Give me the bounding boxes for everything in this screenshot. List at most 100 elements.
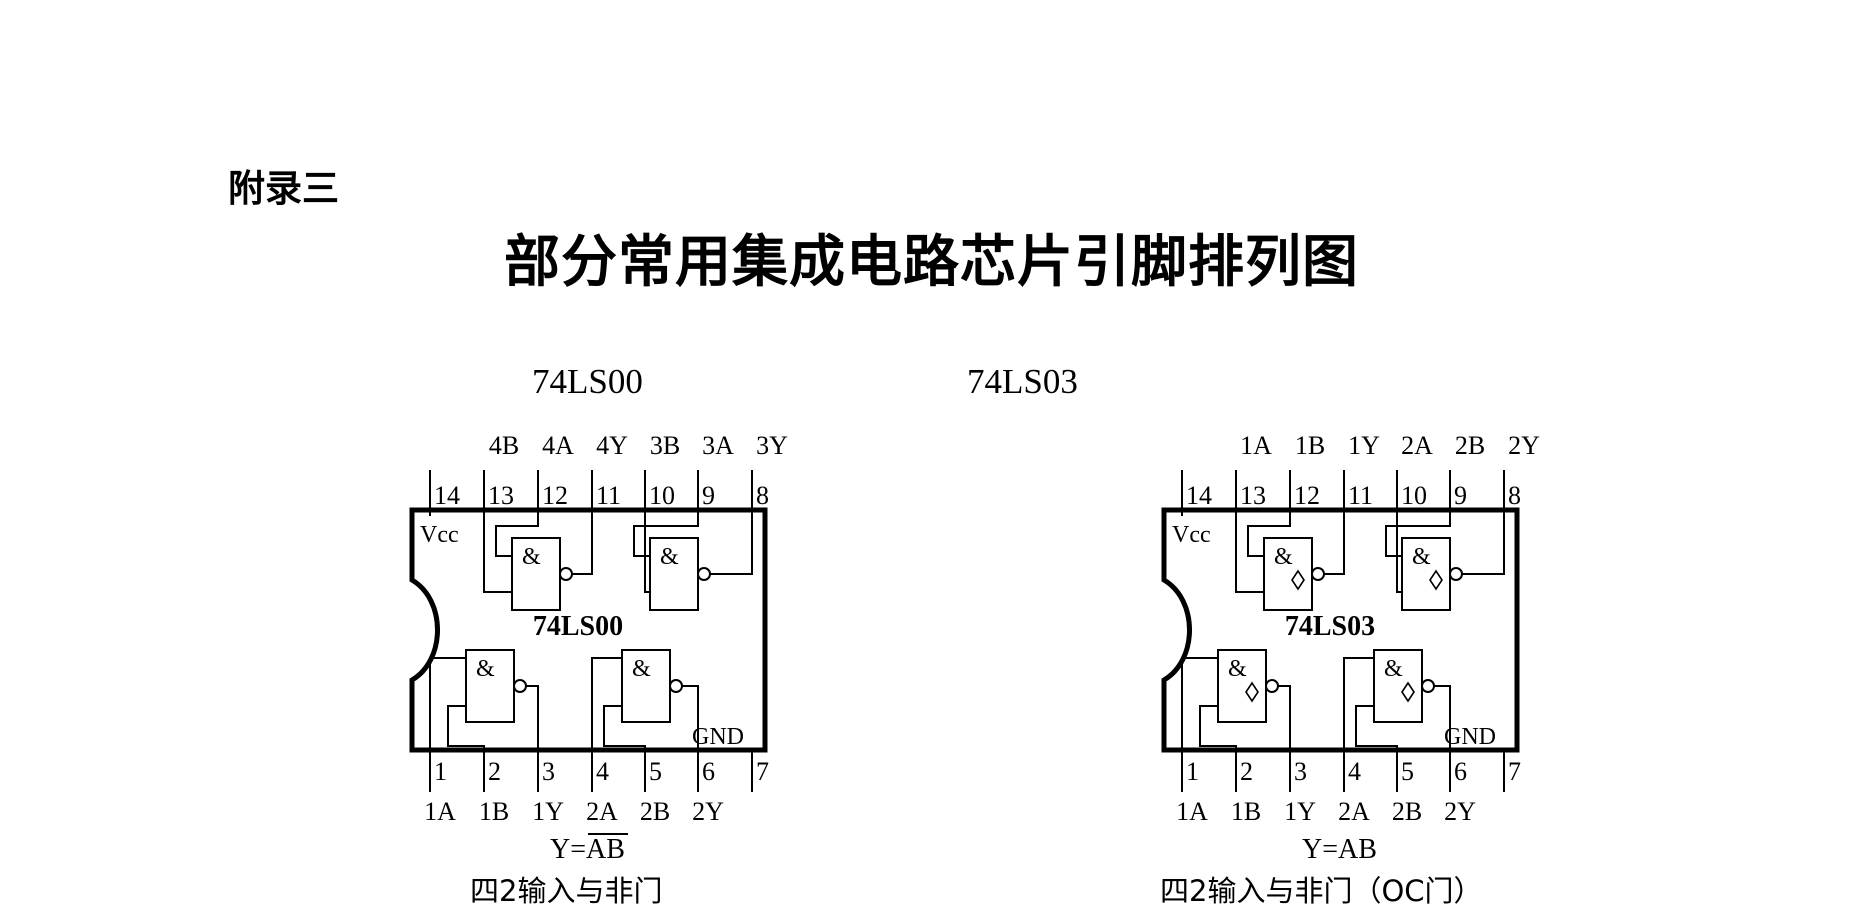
signal-label: 2B [1455, 431, 1485, 460]
wire [1434, 685, 1451, 750]
inversion-bubble [1449, 567, 1463, 581]
open-collector-mark [1401, 681, 1415, 703]
pin-number: 8 [1508, 481, 1521, 510]
wire [447, 705, 485, 750]
vcc-label: Vcc [1172, 522, 1211, 548]
wire [1235, 510, 1264, 593]
wire [1462, 510, 1505, 575]
appendix-label: 附录三 [228, 167, 339, 210]
pin-number: 4 [596, 757, 609, 786]
signal-label: 2Y [1444, 797, 1476, 826]
signal-label: 1Y [1284, 797, 1316, 826]
gnd-label: GND [1444, 724, 1496, 750]
pin-number: 11 [596, 481, 621, 510]
wire [1181, 657, 1218, 750]
open-collector-mark [1291, 569, 1305, 591]
inversion-bubble [1265, 679, 1279, 693]
wire [526, 685, 539, 750]
signal-label: 2B [1392, 797, 1422, 826]
signal-label: 4A [542, 431, 574, 460]
gate-symbol: & [1384, 656, 1403, 682]
gate-symbol: & [1412, 544, 1431, 570]
pin-number: 6 [1454, 757, 1467, 786]
wire [633, 510, 699, 557]
pin-number: 10 [1401, 481, 1427, 510]
pin-number: 12 [542, 481, 568, 510]
signal-label: 2B [640, 797, 670, 826]
gate-symbol: & [476, 656, 495, 682]
wire [483, 510, 512, 593]
wire [495, 510, 539, 557]
pin-number: 3 [542, 757, 555, 786]
signal-label: 1Y [532, 797, 564, 826]
signal-label: 2Y [692, 797, 724, 826]
gate-symbol: & [1228, 656, 1247, 682]
caption-74ls03: 四2输入与非门（OC门） [1160, 874, 1483, 908]
gnd-label: GND [692, 724, 744, 750]
signal-label: 1A [1176, 797, 1208, 826]
gate-symbol: & [1274, 544, 1293, 570]
inversion-bubble [1311, 567, 1325, 581]
wire [591, 657, 622, 750]
open-collector-mark [1245, 681, 1259, 703]
pin-number: 13 [488, 481, 514, 510]
formula-lhs: Y= [1302, 834, 1338, 865]
signal-label: 4Y [596, 431, 628, 460]
pin-number: 3 [1294, 757, 1307, 786]
signal-label: 2A [1401, 431, 1433, 460]
wire [710, 510, 753, 575]
wire [1247, 510, 1291, 557]
inversion-bubble [697, 567, 711, 581]
pin-number: 9 [1454, 481, 1467, 510]
signal-label: 2A [586, 797, 618, 826]
pin-number: 4 [1348, 757, 1361, 786]
pin-number: 14 [434, 481, 460, 510]
wire [1385, 510, 1451, 557]
pin-number: 12 [1294, 481, 1320, 510]
wire [682, 685, 699, 750]
chip-body-label: 74LS00 [533, 611, 623, 642]
formula-rhs: AB [586, 834, 625, 865]
chip-body-label: 74LS03 [1285, 611, 1375, 642]
signal-label: 2Y [1508, 431, 1540, 460]
wire [1324, 510, 1345, 575]
wire [1278, 685, 1291, 750]
pin-number: 2 [488, 757, 501, 786]
page-title: 部分常用集成电路芯片引脚排列图 [504, 230, 1359, 295]
signal-label: 1Y [1348, 431, 1380, 460]
signal-label: 1B [479, 797, 509, 826]
pin-number: 9 [702, 481, 715, 510]
signal-label: 1B [1295, 431, 1325, 460]
wire [1396, 510, 1402, 593]
chip-body [409, 507, 768, 753]
pin-number: 2 [1240, 757, 1253, 786]
gate-symbol: & [522, 544, 541, 570]
chip-body [1161, 507, 1520, 753]
pin-number: 1 [434, 757, 447, 786]
pin-number: 7 [756, 757, 769, 786]
pin-number: 11 [1348, 481, 1373, 510]
chip-name-74ls03: 74LS03 [967, 362, 1078, 401]
wire [1355, 705, 1398, 750]
gate-symbol: & [660, 544, 679, 570]
signal-label: 4B [489, 431, 519, 460]
formula-lhs: Y= [550, 834, 586, 865]
pin-number: 5 [649, 757, 662, 786]
caption-74ls00: 四2输入与非门 [470, 874, 663, 908]
inversion-bubble [513, 679, 527, 693]
pin-number: 7 [1508, 757, 1521, 786]
pin-number: 14 [1186, 481, 1212, 510]
pin-number: 5 [1401, 757, 1414, 786]
inversion-bubble [669, 679, 683, 693]
signal-label: 1A [1240, 431, 1272, 460]
vcc-label: Vcc [420, 522, 459, 548]
pin-number: 8 [756, 481, 769, 510]
signal-label: 3Y [756, 431, 788, 460]
formula-rhs: AB [1338, 834, 1377, 865]
pin-number: 13 [1240, 481, 1266, 510]
gate-symbol: & [632, 656, 651, 682]
wire [572, 510, 593, 575]
signal-label: 1B [1231, 797, 1261, 826]
